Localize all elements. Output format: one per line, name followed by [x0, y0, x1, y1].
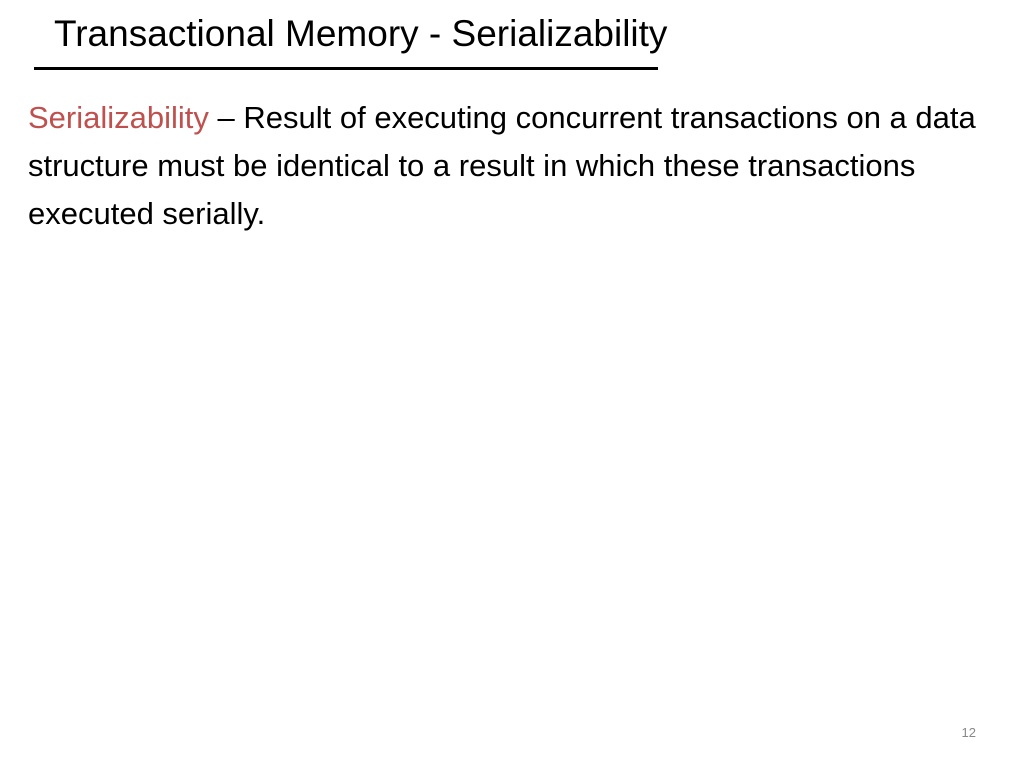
definition-term: Serializability [28, 100, 209, 135]
page-number: 12 [961, 725, 976, 740]
slide-title: Transactional Memory - Serializability [54, 13, 668, 54]
definition-paragraph: Serializability – Result of executing co… [28, 94, 978, 238]
title-underline [34, 67, 658, 70]
definition-separator: – [208, 100, 244, 135]
definition-text: Result of executing concurrent transacti… [28, 100, 976, 231]
